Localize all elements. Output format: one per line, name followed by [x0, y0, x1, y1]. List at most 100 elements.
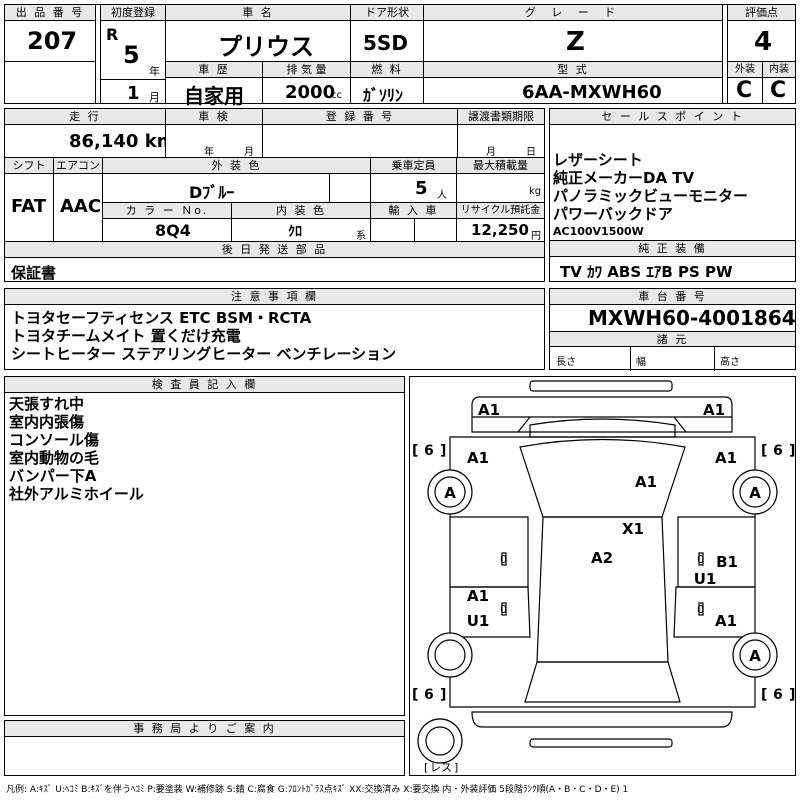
interior-color-label: 内 装 色 — [232, 203, 370, 219]
score-cell: 評価点 4 — [727, 4, 796, 62]
lot-number-cell: 出 品 番 号 207 — [4, 4, 96, 62]
first-reg-cell: 初度登録 R 5 年 1 月 — [100, 4, 166, 104]
history-label: 車 歴 — [166, 62, 262, 78]
damage-mark: B1 — [716, 553, 738, 571]
displacement-value: 2000 — [285, 82, 336, 103]
mileage-value: 86,140 km — [69, 131, 176, 152]
displacement-unit: cc — [331, 90, 342, 101]
import-label: 輸 入 車 — [371, 203, 456, 219]
interior-color-value: ｸﾛ — [288, 224, 302, 240]
recycle-value: 12,250 — [471, 221, 529, 239]
tire-depth: 6 — [773, 687, 783, 703]
svg-text:]: ] — [440, 687, 446, 703]
spare-open: [ — [424, 761, 428, 774]
model-value: 6AA-MXWH60 — [522, 82, 662, 103]
interior-grade-cell: 内装 C — [762, 61, 796, 104]
ac-label: エアコン — [54, 158, 102, 174]
zero-mark: 0 — [500, 553, 507, 566]
month-unit: 月 — [149, 91, 160, 104]
load-cell: 最大積載量 kg — [456, 157, 545, 203]
notice-line: トヨタセーフティセンス ETC BSM・RCTA — [11, 309, 312, 327]
tire-depth: 6 — [424, 687, 434, 703]
door-value: 5SD — [363, 31, 408, 55]
damage-mark: U1 — [694, 570, 717, 588]
car-name-value: プリウス — [218, 33, 314, 61]
interior-color-cell: 内 装 色 ｸﾛ 系 — [231, 202, 371, 242]
inspector-line: 室内動物の毛 — [9, 449, 100, 467]
svg-text:]: ] — [789, 443, 795, 459]
model-cell: 型 式 6AA-MXWH60 — [423, 61, 723, 104]
sales-point-line: レザーシート — [553, 151, 643, 169]
fuel-cell: 燃 料 ｶﾞｿﾘﾝ — [350, 61, 424, 105]
color-no-label: カ ラ ー Ｎo. — [103, 203, 231, 219]
fuel-value: ｶﾞｿﾘﾝ — [363, 86, 404, 105]
tire-group — [427, 469, 778, 678]
lot-blank-cell — [4, 61, 96, 104]
sales-point-label: セ ー ル ス ポ イ ン ト — [550, 109, 795, 125]
lot-number-label: 出 品 番 号 — [5, 5, 95, 21]
lot-number-value: 207 — [27, 27, 78, 55]
sales-point-line: パノラミックビューモニター — [553, 187, 749, 205]
history-cell: 車 歴 自家用 — [165, 61, 263, 108]
office-label: 事 務 局 よ り ご 案 内 — [5, 721, 404, 737]
color-no-value: 8Q4 — [155, 221, 191, 240]
inspection-label: 車 検 — [166, 109, 262, 125]
car-diagram: A1 A1 A1 A1 A1 X1 A2 B1 U1 A1 U1 A1 A A … — [409, 376, 796, 776]
history-value: 自家用 — [184, 84, 244, 108]
transfer-month-unit: 月 — [486, 147, 496, 158]
interior-color-unit: 系 — [356, 231, 366, 242]
inspector-label: 検 査 員 記 入 欄 — [5, 377, 404, 393]
later-parts-cell: 後 日 発 送 部 品 保証書 — [4, 241, 545, 282]
svg-text:]: ] — [789, 687, 795, 703]
exterior-color-label: 外 装 色 — [103, 158, 370, 174]
fuel-label: 燃 料 — [351, 62, 423, 78]
damage-mark: A2 — [591, 549, 613, 567]
damage-mark: U1 — [467, 612, 490, 630]
later-parts-value: 保証書 — [11, 264, 57, 282]
door-label: ドア形状 — [351, 5, 423, 21]
capacity-cell: 乗車定員 5 人 — [370, 157, 457, 203]
interior-grade-value: C — [770, 78, 787, 103]
shift-label: シフト — [5, 158, 53, 174]
model-label: 型 式 — [424, 62, 722, 78]
load-label: 最大積載量 — [457, 158, 544, 174]
registration-label: 登 録 番 号 — [263, 109, 457, 125]
transfer-day-unit: 日 — [526, 147, 536, 158]
door-cell: ドア形状 5SD — [350, 4, 424, 62]
grade-cell: グ レ ー ド Z — [423, 4, 723, 62]
grade-label: グ レ ー ド — [424, 5, 722, 21]
capacity-value: 5 — [415, 178, 428, 199]
shift-value: FAT — [11, 196, 47, 217]
dims-label: 諸 元 — [550, 331, 795, 347]
notice-line: トヨタチームメイト 置くだけ充電 — [11, 327, 241, 345]
chassis-number: MXWH60-4001864 — [588, 306, 796, 330]
dims-height: 高さ — [720, 357, 740, 368]
inspection-cell: 車 検 年 月 — [165, 108, 263, 158]
year-unit: 年 — [149, 65, 160, 78]
score-value: 4 — [754, 27, 773, 57]
registration-cell: 登 録 番 号 — [262, 108, 458, 158]
tire-mark: A — [444, 484, 456, 502]
car-diagram-svg: A1 A1 A1 A1 A1 X1 A2 B1 U1 A1 U1 A1 A A … — [412, 380, 795, 774]
inspector-cell: 検 査 員 記 入 欄 天張すれ中 室内内張傷 コンソール傷 室内動物の毛 バン… — [4, 376, 405, 716]
later-parts-label: 後 日 発 送 部 品 — [5, 242, 544, 258]
capacity-label: 乗車定員 — [371, 158, 456, 174]
exterior-color-cell: 外 装 色 Dﾌﾞﾙｰ — [102, 157, 371, 204]
tire-depth: 6 — [773, 443, 783, 459]
displacement-cell: 排 気 量 2000 cc — [262, 61, 351, 104]
ac-value: AAC — [60, 196, 102, 217]
notice-cell: 注 意 事 項 欄 トヨタセーフティセンス ETC BSM・RCTA トヨタチー… — [4, 288, 545, 370]
load-unit: kg — [529, 186, 542, 197]
recycle-unit: 円 — [531, 231, 541, 242]
inspector-line: 天張すれ中 — [9, 395, 85, 413]
recycle-label: リサイクル預託金 — [457, 203, 544, 219]
damage-mark: A1 — [715, 612, 737, 630]
shift-cell: シフト FAT — [4, 157, 54, 242]
office-cell: 事 務 局 よ り ご 案 内 — [4, 720, 405, 776]
sales-point-line: 純正メーカーDA TV — [553, 169, 695, 187]
chassis-cell: 車 台 番 号 MXWH60-4001864 諸 元 長さ 幅 高さ — [549, 288, 796, 371]
color-no-cell: カ ラ ー Ｎo. 8Q4 — [102, 202, 232, 242]
capacity-unit: 人 — [437, 190, 447, 201]
tire-mark: A — [749, 647, 761, 665]
inspector-line: 社外アルミホイール — [9, 485, 144, 503]
